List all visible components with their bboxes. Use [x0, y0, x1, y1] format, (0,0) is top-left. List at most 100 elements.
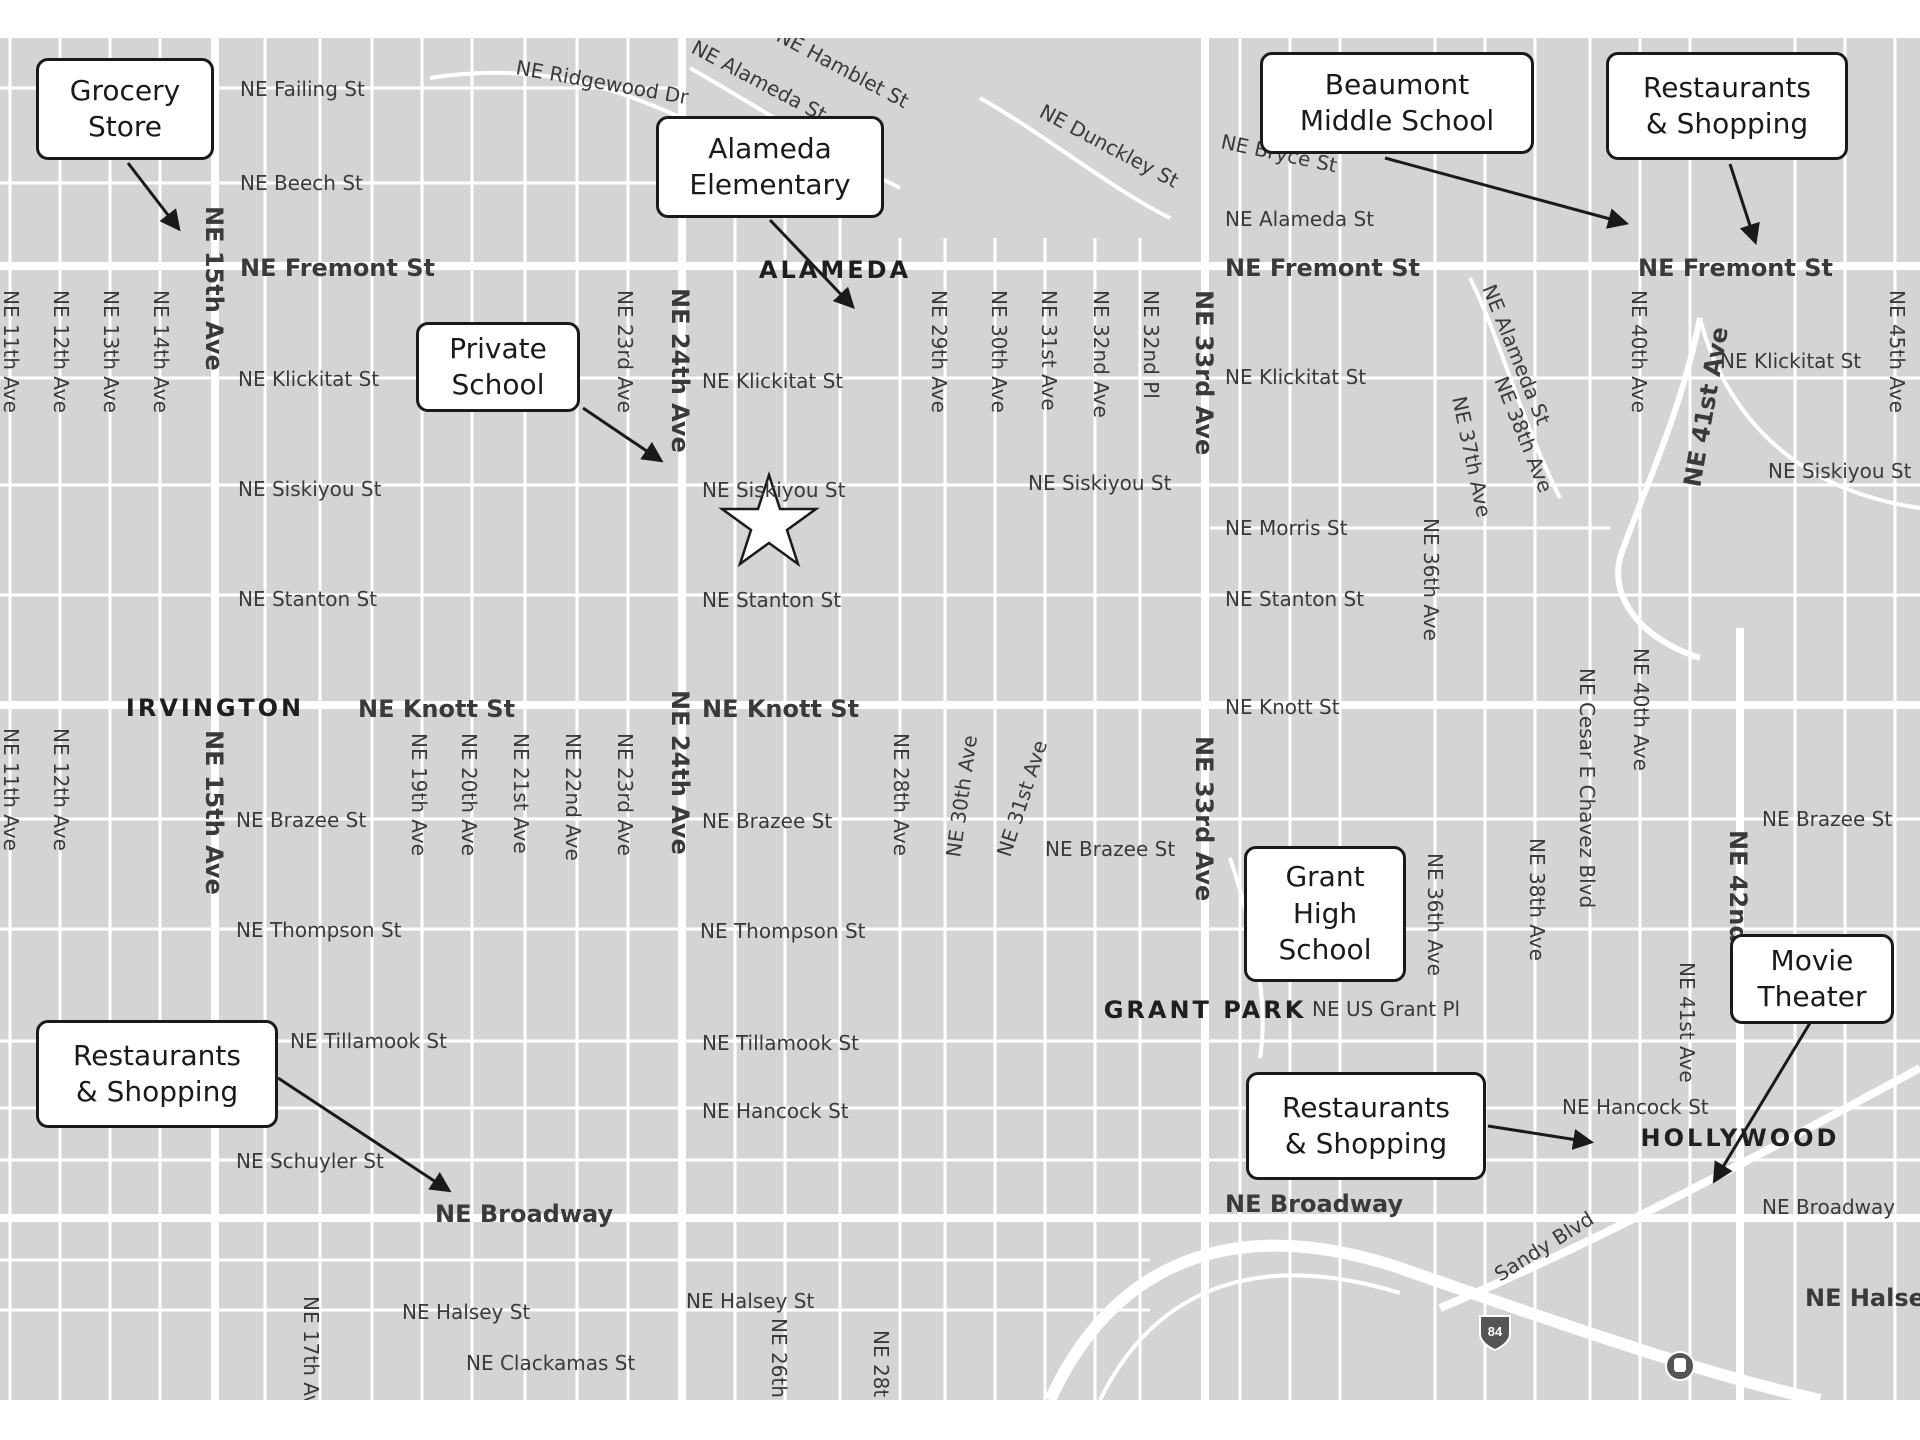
callout-restaurants-shopping-ne[interactable]: Restaurants & Shopping — [1606, 52, 1848, 160]
interstate-84-label: 84 — [1488, 1324, 1503, 1339]
label-ne-morris-st: NE Morris St — [1225, 516, 1348, 540]
label-ne-24th-ave-north: NE 24th Ave — [666, 288, 694, 453]
label-ne-23rd-ave-south: NE 23rd Ave — [613, 733, 637, 856]
label-ne-halse: NE Halse — [1805, 1284, 1920, 1312]
label-ne-41st-ave-north: NE 41st Ave — [1678, 325, 1734, 489]
street-map-canvas[interactable]: 84 IRVINGTON ALAMEDA GRANT PARK HOLLYWOO… — [0, 38, 1920, 1400]
label-ne-33rd-ave-south: NE 33rd Ave — [1190, 736, 1218, 901]
label-ne-broadway-east: NE Broadway — [1762, 1195, 1895, 1219]
callout-restaurants-shopping-se[interactable]: Restaurants & Shopping — [1246, 1072, 1486, 1180]
label-ne-24th-ave-south: NE 24th Ave — [666, 690, 694, 855]
label-ne-14th-ave-north: NE 14th Ave — [149, 290, 173, 413]
label-ne-alameda-st: NE Alameda St — [1225, 207, 1374, 231]
label-ne-halsey-st-west: NE Halsey St — [402, 1300, 530, 1324]
label-ne-knott-st-west: NE Knott St — [358, 695, 515, 723]
label-ne-brazee-st-far-east: NE Brazee St — [1762, 807, 1892, 831]
label-ne-fremont-st-east: NE Fremont St — [1638, 254, 1833, 282]
label-ne-45th-ave: NE 45th Ave — [1885, 290, 1909, 413]
label-ne-klickitat-st-far-east: NE Klickitat St — [1720, 349, 1861, 373]
label-ne-32nd-ave: NE 32nd Ave — [1089, 290, 1113, 418]
label-ne-17th-ave: NE 17th Ave — [299, 1296, 323, 1400]
label-ne-halsey-st-mid: NE Halsey St — [686, 1289, 814, 1313]
label-ne-siskiyou-st-east: NE Siskiyou St — [1028, 471, 1172, 495]
label-ne-36th-ave-north: NE 36th Ave — [1419, 518, 1443, 641]
label-ne-siskiyou-st-mid: NE Siskiyou St — [702, 478, 846, 502]
label-ne-29th-ave: NE 29th Ave — [927, 290, 951, 413]
label-ne-siskiyou-st-far-east: NE Siskiyou St — [1768, 459, 1912, 483]
label-ne-tillamook-st-mid: NE Tillamook St — [702, 1031, 859, 1055]
callout-private-school[interactable]: Private School — [416, 322, 580, 412]
neighborhood-grant-park: GRANT PARK — [1104, 996, 1307, 1024]
label-ne-30th-ave-north: NE 30th Ave — [987, 290, 1011, 413]
major-streets — [0, 38, 1920, 1400]
label-ne-31st-ave-north: NE 31st Ave — [1037, 290, 1061, 411]
label-ne-stanton-st-mid: NE Stanton St — [702, 588, 841, 612]
callout-movie-theater[interactable]: Movie Theater — [1730, 934, 1894, 1024]
label-ne-clackamas-st: NE Clackamas St — [466, 1351, 635, 1375]
curved-streets — [429, 66, 1920, 1400]
label-ne-21st-ave: NE 21st Ave — [509, 733, 533, 854]
label-ne-13th-ave-north: NE 13th Ave — [99, 290, 123, 413]
callout-alameda-elementary[interactable]: Alameda Elementary — [656, 116, 884, 218]
label-ne-26th: NE 26th — [767, 1318, 791, 1398]
label-ne-tillamook-st-west: NE Tillamook St — [290, 1029, 447, 1053]
label-ne-stanton-st-west: NE Stanton St — [238, 587, 377, 611]
neighborhood-hollywood: HOLLYWOOD — [1641, 1124, 1840, 1152]
label-ne-38th-ave-south: NE 38th Ave — [1525, 838, 1549, 961]
label-ne-beech-st: NE Beech St — [240, 171, 363, 195]
label-ne-failing-st: NE Failing St — [240, 77, 365, 101]
label-ne-36th-ave-south: NE 36th Ave — [1423, 853, 1447, 976]
label-ne-brazee-st-west: NE Brazee St — [236, 808, 366, 832]
label-ne-knott-st-mid: NE Knott St — [702, 695, 859, 723]
label-ne-cesar-e-chavez-blvd: NE Cesar E Chavez Blvd — [1575, 668, 1599, 908]
callout-arrows — [126, 156, 1812, 1193]
neighborhood-alameda: ALAMEDA — [759, 256, 911, 284]
label-ne-15th-ave-south: NE 15th Ave — [200, 730, 228, 895]
neighborhood-irvington: IRVINGTON — [126, 694, 304, 722]
label-ne-15th-ave-north: NE 15th Ave — [200, 206, 228, 371]
map[interactable]: 84 IRVINGTON ALAMEDA GRANT PARK HOLLYWOO… — [0, 38, 1920, 1400]
label-ne-thompson-st-west: NE Thompson St — [236, 918, 402, 942]
label-ne-ridgewood-dr: NE Ridgewood Dr — [514, 55, 691, 109]
label-ne-fremont-st-mid: NE Fremont St — [1225, 254, 1420, 282]
label-ne-knott-st-east: NE Knott St — [1225, 695, 1340, 719]
callout-beaumont-middle-school[interactable]: Beaumont Middle School — [1260, 52, 1534, 154]
label-ne-siskiyou-st-west: NE Siskiyou St — [238, 477, 382, 501]
label-ne-klickitat-st-west: NE Klickitat St — [238, 367, 379, 391]
label-ne-12th-ave-north: NE 12th Ave — [49, 290, 73, 413]
label-ne-30th-ave-south: NE 30th Ave — [941, 734, 982, 859]
label-ne-broadway-west: NE Broadway — [435, 1200, 613, 1228]
label-ne-brazee-st-mid: NE Brazee St — [702, 809, 832, 833]
label-ne-28th-ave: NE 28th Ave — [889, 733, 913, 856]
label-ne-37th-ave: NE 37th Ave — [1447, 394, 1496, 519]
label-ne-broadway-mid: NE Broadway — [1225, 1190, 1403, 1218]
label-ne-hancock-st-east: NE Hancock St — [1562, 1095, 1709, 1119]
label-ne-28t: NE 28t — [869, 1330, 893, 1397]
label-ne-19th-ave: NE 19th Ave — [407, 733, 431, 856]
callout-restaurants-shopping-sw[interactable]: Restaurants & Shopping — [36, 1020, 278, 1128]
label-ne-40th-ave-north: NE 40th Ave — [1627, 290, 1651, 413]
label-ne-42nd: NE 42nd — [1724, 830, 1752, 943]
callout-grocery-store[interactable]: Grocery Store — [36, 58, 214, 160]
star-icon — [718, 470, 820, 568]
label-ne-brazee-st-east: NE Brazee St — [1045, 837, 1175, 861]
label-ne-33rd-ave-north: NE 33rd Ave — [1190, 290, 1218, 455]
label-ne-22nd-ave: NE 22nd Ave — [561, 733, 585, 861]
label-ne-klickitat-st-mid: NE Klickitat St — [702, 369, 843, 393]
callout-grant-high-school[interactable]: Grant High School — [1244, 846, 1406, 982]
neighborhood-labels: IRVINGTON ALAMEDA GRANT PARK HOLLYWOOD — [126, 256, 1840, 1152]
label-ne-23rd-ave-north: NE 23rd Ave — [613, 290, 637, 413]
label-ne-20th-ave: NE 20th Ave — [457, 733, 481, 856]
minor-streets — [0, 86, 1920, 1312]
label-ne-us-grant-pl: NE US Grant Pl — [1312, 997, 1460, 1021]
label-ne-klickitat-st-east: NE Klickitat St — [1225, 365, 1366, 389]
label-ne-11th-ave-south: NE 11th Ave — [0, 728, 23, 851]
label-ne-stanton-st-east: NE Stanton St — [1225, 587, 1364, 611]
label-ne-31st-ave-south: NE 31st Ave — [992, 737, 1052, 859]
label-ne-schuyler-st: NE Schuyler St — [236, 1149, 384, 1173]
interstate-shield-icon: 84 — [1479, 1315, 1511, 1352]
label-ne-40th-ave-south: NE 40th Ave — [1629, 648, 1653, 771]
label-ne-fremont-st-west: NE Fremont St — [240, 254, 435, 282]
label-ne-12th-ave-south: NE 12th Ave — [49, 728, 73, 851]
label-ne-hancock-st-mid: NE Hancock St — [702, 1099, 849, 1123]
